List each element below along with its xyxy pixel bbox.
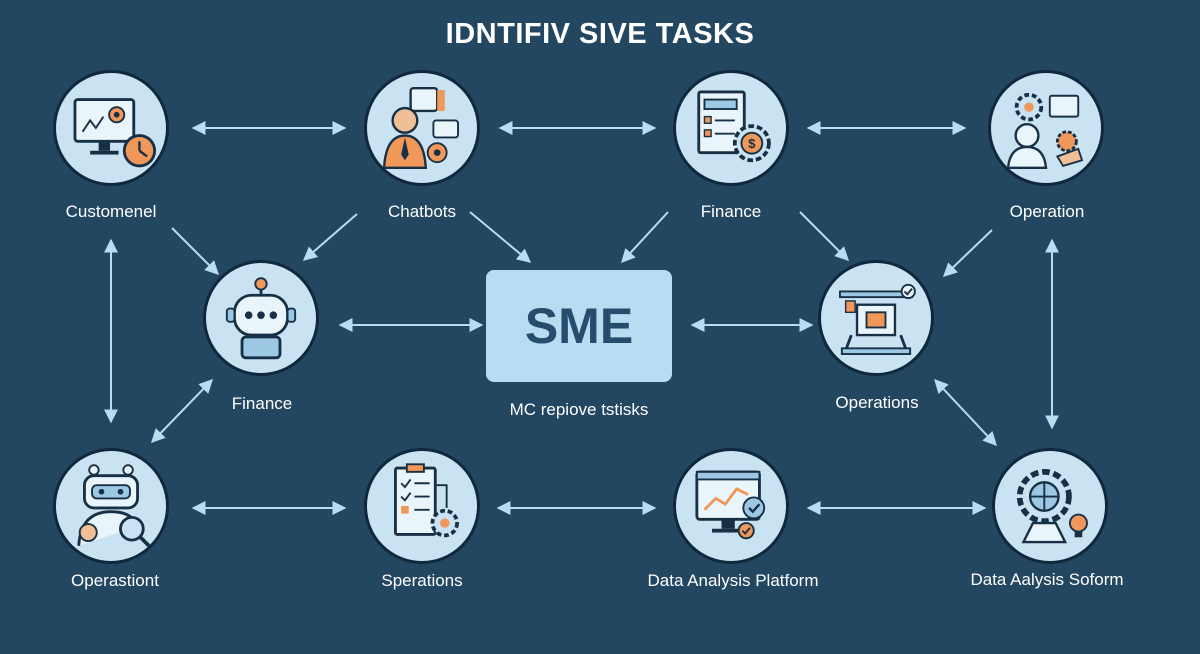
- checklist-gear-icon: [394, 463, 459, 538]
- arrow-chatbots-to-sme: [469, 211, 532, 263]
- monitor-gear-clock-icon: [73, 98, 157, 168]
- robot-magnifier-icon: [77, 464, 151, 548]
- node-customenel: [53, 70, 169, 186]
- node-label-customenel: Customenel: [65, 202, 157, 221]
- sme-caption: MC repiove tstisks: [509, 400, 649, 419]
- node-finance-top: $: [673, 70, 789, 186]
- node-operations: [818, 260, 934, 376]
- arrow-chatbots-to-robot: [302, 213, 358, 261]
- automation-machine-icon: [839, 283, 916, 355]
- arrow-robot-operastiont: [151, 378, 213, 444]
- diagram-title: IDNTIFIV SIVE TASKS: [445, 18, 755, 50]
- robot-head-icon: [225, 277, 297, 360]
- node-label-finance-top: Finance: [700, 202, 762, 221]
- node-data-analysis-platform: [673, 448, 789, 564]
- sme-box: SME: [486, 270, 672, 382]
- operation-gears-hand-icon: [1006, 92, 1084, 170]
- arrow-customenel-to-robot: [171, 227, 219, 275]
- node-label-operastiont: Operastiont: [71, 571, 159, 590]
- node-label-sperations: Sperations: [381, 571, 463, 590]
- arrow-operations-soform: [934, 378, 997, 447]
- node-sperations: [364, 448, 480, 564]
- node-label-data-aalysis-soform: Data Aalysis Soform: [970, 570, 1124, 589]
- node-finance-middle: [203, 260, 319, 376]
- node-label-chatbots: Chatbots: [387, 202, 457, 221]
- node-data-aalysis-soform: [992, 448, 1108, 564]
- gear-globe-lightbulb-icon: [1016, 469, 1088, 544]
- node-chatbots: [364, 70, 480, 186]
- node-label-data-analysis-platform: Data Analysis Platform: [647, 571, 819, 590]
- svg-text:$: $: [748, 136, 756, 151]
- arrow-finance-to-operations: [799, 211, 849, 261]
- finance-document-dollar-icon: $: [697, 90, 771, 163]
- node-label-operation: Operation: [1009, 202, 1085, 221]
- node-operation: [988, 70, 1104, 186]
- node-operastiont: [53, 448, 169, 564]
- analytics-monitor-icon: [695, 470, 766, 540]
- node-label-operations: Operations: [835, 393, 919, 412]
- node-label-finance-middle: Finance: [231, 394, 293, 413]
- chatbot-agent-icon: [382, 86, 459, 170]
- arrow-finance-to-sme: [621, 211, 669, 264]
- arrow-operation-to-operations: [942, 229, 993, 277]
